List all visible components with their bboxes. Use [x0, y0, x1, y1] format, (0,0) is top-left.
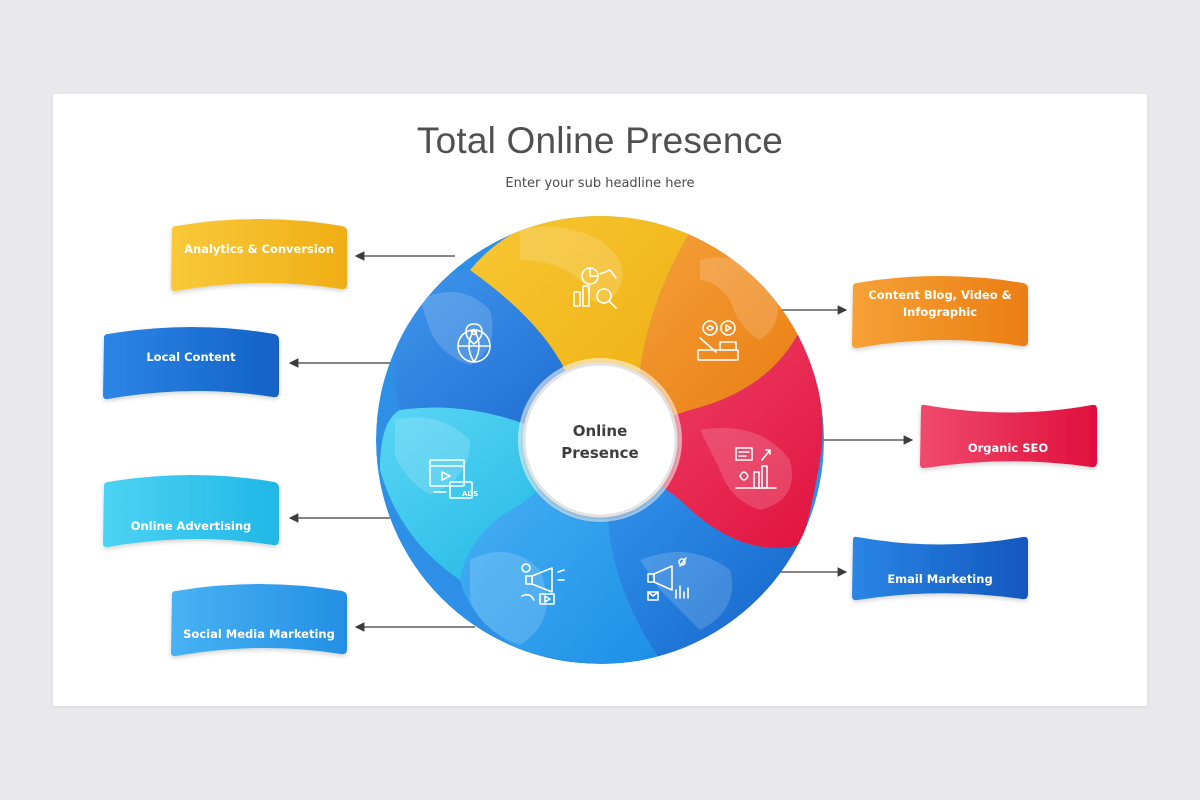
- banner-advertising: [103, 475, 279, 548]
- center-label-line2: Presence: [561, 444, 638, 462]
- content-creation-icon: [697, 320, 739, 361]
- banner-local: [103, 327, 279, 400]
- label-banners: [103, 219, 1097, 657]
- label-analytics: Analytics & Conversion: [184, 242, 334, 256]
- globe-location-icon: [457, 323, 491, 363]
- connector-arrows: [288, 251, 914, 632]
- page-title: Total Online Presence: [416, 120, 784, 161]
- label-content-line2: Infographic: [903, 305, 977, 319]
- banner-analytics: [171, 219, 347, 292]
- email-megaphone-icon: [647, 557, 689, 601]
- segment-social: [460, 440, 660, 664]
- banner-email: [852, 536, 1028, 601]
- ads-badge-text: ADS: [462, 490, 478, 498]
- segment-seo: [600, 330, 823, 548]
- label-social: Social Media Marketing: [183, 627, 335, 641]
- center-hub: Online Presence: [518, 358, 682, 522]
- center-label-line1: Online: [573, 422, 628, 440]
- segment-analytics: [470, 216, 690, 440]
- seo-growth-icon: [735, 447, 777, 489]
- banner-seo: [920, 404, 1097, 469]
- analytics-icon: [573, 267, 617, 309]
- label-advertising: Online Advertising: [131, 519, 252, 533]
- label-email: Email Marketing: [887, 572, 992, 586]
- banner-social: [171, 584, 347, 657]
- banner-content: [852, 276, 1028, 349]
- label-local: Local Content: [146, 350, 236, 364]
- ads-browser-icon: [429, 459, 473, 499]
- social-megaphone-icon: [521, 563, 565, 605]
- label-seo: Organic SEO: [968, 441, 1049, 455]
- page-subtitle: Enter your sub headline here: [505, 176, 695, 191]
- label-content-line1: Content Blog, Video &: [868, 288, 1011, 302]
